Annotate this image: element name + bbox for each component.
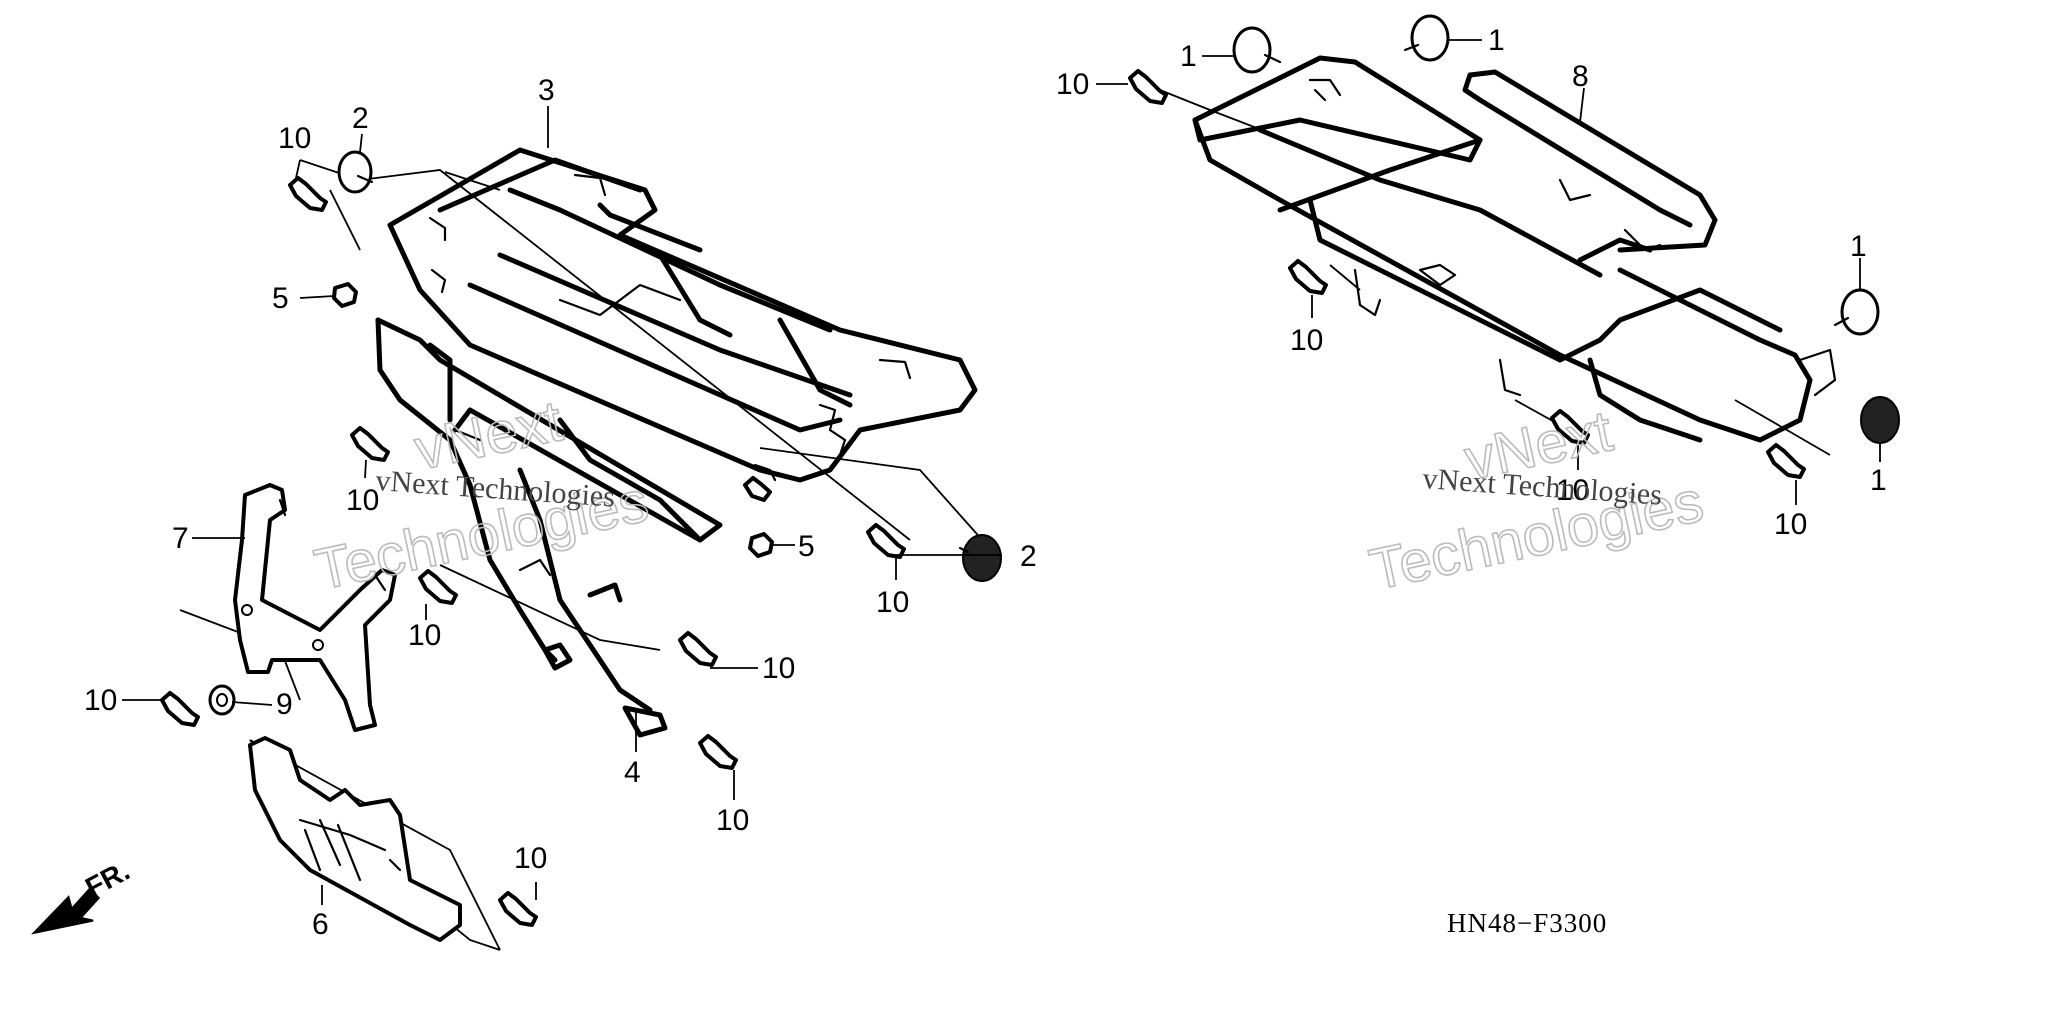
callout-leaders-left xyxy=(122,106,1002,905)
reflector-right-c xyxy=(1833,288,1880,336)
bolt-left-b xyxy=(350,426,390,462)
callout-8: 8 xyxy=(1572,60,1589,93)
bolt-left-g xyxy=(866,523,906,559)
front-carrier-assembly xyxy=(122,106,1002,951)
bolt-right-d xyxy=(1766,443,1806,479)
reflector-left-lower xyxy=(958,534,1002,582)
callout-leaders-right xyxy=(1096,39,1881,505)
callout-2: 2 xyxy=(352,102,369,135)
reference-lines-right xyxy=(1154,87,1831,456)
callout-10: 10 xyxy=(876,586,909,619)
callout-10: 10 xyxy=(84,684,117,717)
front-arrow-icon xyxy=(31,887,101,935)
callout-10: 10 xyxy=(514,842,547,875)
callout-9: 9 xyxy=(276,688,293,721)
callout-7: 7 xyxy=(172,522,189,555)
callout-1: 1 xyxy=(1180,40,1197,73)
reflector-right-d xyxy=(1860,396,1900,444)
callout-10: 10 xyxy=(1056,68,1089,101)
callout-10: 10 xyxy=(1774,508,1807,541)
callout-10: 10 xyxy=(762,652,795,685)
bolt-left-h xyxy=(498,891,538,927)
collar xyxy=(208,684,236,716)
callout-1: 1 xyxy=(1850,230,1867,263)
callout-1: 1 xyxy=(1488,24,1505,57)
bolt-left-i xyxy=(743,476,772,502)
callout-6: 6 xyxy=(312,908,329,941)
bolt-left-d xyxy=(160,691,200,727)
reflector-left-upper xyxy=(337,150,374,194)
rear-carrier-rack xyxy=(1192,55,1837,443)
callout-10: 10 xyxy=(346,484,379,517)
callout-5: 5 xyxy=(798,530,815,563)
front-direction-indicator: FR. xyxy=(31,855,135,935)
callout-10: 10 xyxy=(1290,324,1323,357)
callout-3: 3 xyxy=(538,74,555,107)
callout-10: 10 xyxy=(278,122,311,155)
callout-4: 4 xyxy=(624,756,641,789)
watermark-right: vNext Technologies vNext Technologies xyxy=(1363,398,1709,604)
front-guard-frame xyxy=(375,317,723,738)
nut-upper xyxy=(332,282,358,308)
front-carrier-rack xyxy=(387,147,978,483)
callout-10: 10 xyxy=(716,804,749,837)
bolt-right-b xyxy=(1288,259,1328,295)
bracket xyxy=(233,483,397,732)
figure-code: HN48−F3300 xyxy=(1447,908,1607,938)
nut-lower xyxy=(748,532,774,558)
reflector-right-b xyxy=(1403,14,1450,62)
reflector-right-a xyxy=(1232,26,1282,74)
callout-1: 1 xyxy=(1870,464,1887,497)
bolt-left-f xyxy=(698,734,738,770)
callout-2: 2 xyxy=(1020,540,1037,573)
callout-5: 5 xyxy=(272,282,289,315)
bolt-right-a xyxy=(1128,69,1168,105)
callout-labels: 1 1 1 1 8 10 10 10 10 10 2 3 5 10 7 10 5… xyxy=(84,24,1887,941)
rear-carrier-assembly xyxy=(1096,14,1900,505)
bolt-left-a xyxy=(288,176,328,212)
callout-10: 10 xyxy=(408,619,441,652)
skid-plate xyxy=(248,736,462,942)
bolt-left-c xyxy=(418,569,458,605)
bolt-left-e xyxy=(678,631,718,667)
bolt-right-c xyxy=(1550,409,1590,445)
callout-10: 10 xyxy=(1556,474,1589,507)
